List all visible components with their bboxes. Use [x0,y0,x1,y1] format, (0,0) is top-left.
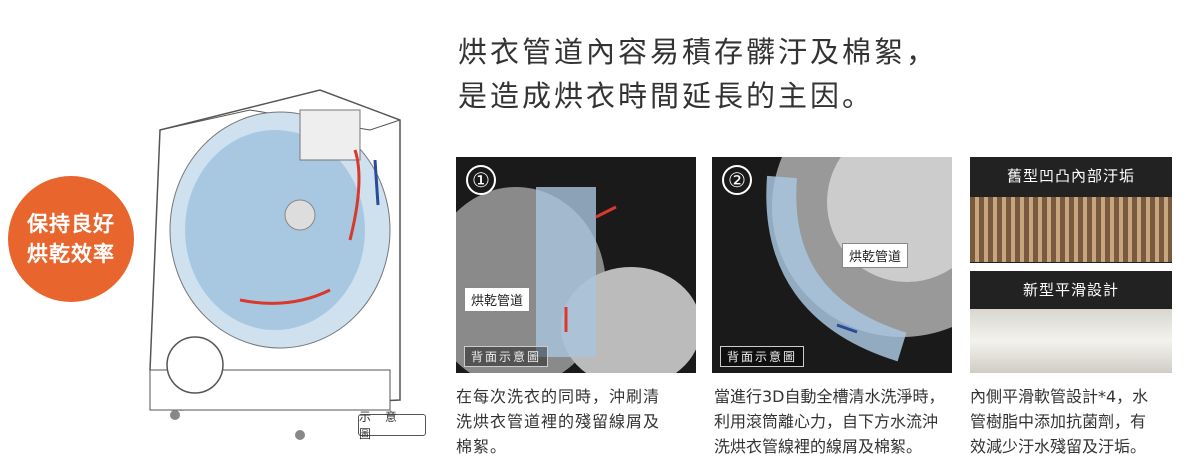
caption-1: 在每次洗衣的同時，沖刷清 洗烘衣管道裡的殘留線屑及 棉絮。 [456,384,660,459]
ribbed-hose [970,197,1172,262]
new-hose-image: 新型平滑設計 [970,271,1172,373]
caption-line: 棉絮。 [456,437,508,456]
caption-line: 內側平滑軟管設計*4，水 [970,387,1149,406]
headline-line1: 烘衣管道內容易積存髒汙及棉絮， [458,35,939,69]
smooth-hose [970,309,1172,373]
caption-2: 當進行3D自動全槽清水洗淨時， 利用滾筒離心力，自下方水流沖 洗烘衣管線裡的線屑… [714,384,945,459]
duct-label: 烘乾管道 [842,243,909,268]
rear-view-label: 背面示意圖 [720,346,805,367]
caption-line: 洗烘衣管道裡的殘留線屑及 [456,412,661,431]
caption-line: 效減少汙水殘留及汙垢。 [970,437,1147,456]
badge-line2: 烘乾效率 [27,242,115,266]
caption-line: 在每次洗衣的同時，沖刷清 [456,387,661,406]
panel-1: ① 烘乾管道 背面示意圖 [456,157,696,373]
rear-view-label: 背面示意圖 [464,346,549,367]
panel-2: ② 烘乾管道 背面示意圖 [712,157,952,373]
caption-line: 利用滾筒離心力，自下方水流沖 [714,412,939,431]
step-number: ② [722,165,752,195]
old-hose-image: 舊型凹凸內部汙垢 [970,157,1172,263]
caption-line: 管樹脂中添加抗菌劑，有 [970,412,1147,431]
washer-illustration [149,89,401,440]
badge-line1: 保持良好 [27,212,115,236]
schematic-label: 示 意 圖 [358,410,426,441]
old-hose-label: 舊型凹凸內部汙垢 [1006,167,1135,185]
headline-line2: 是造成烘衣時間延長的主因。 [458,79,875,113]
new-hose-label: 新型平滑設計 [1022,281,1119,299]
duct-illustration-1 [456,187,696,373]
efficiency-badge: 保持良好烘乾效率 [8,176,134,302]
step-number: ① [466,165,496,195]
panel-3: 舊型凹凸內部汙垢 新型平滑設計 [970,157,1172,373]
headline: 烘衣管道內容易積存髒汙及棉絮， 是造成烘衣時間延長的主因。 [458,30,938,118]
duct-label: 烘乾管道 [464,287,531,312]
caption-line: 洗烘衣管線裡的線屑及棉絮。 [714,437,923,456]
caption-3: 內側平滑軟管設計*4，水 管樹脂中添加抗菌劑，有 效減少汙水殘留及汙垢。 [970,384,1148,459]
caption-line: 當進行3D自動全槽清水洗淨時， [714,387,945,406]
